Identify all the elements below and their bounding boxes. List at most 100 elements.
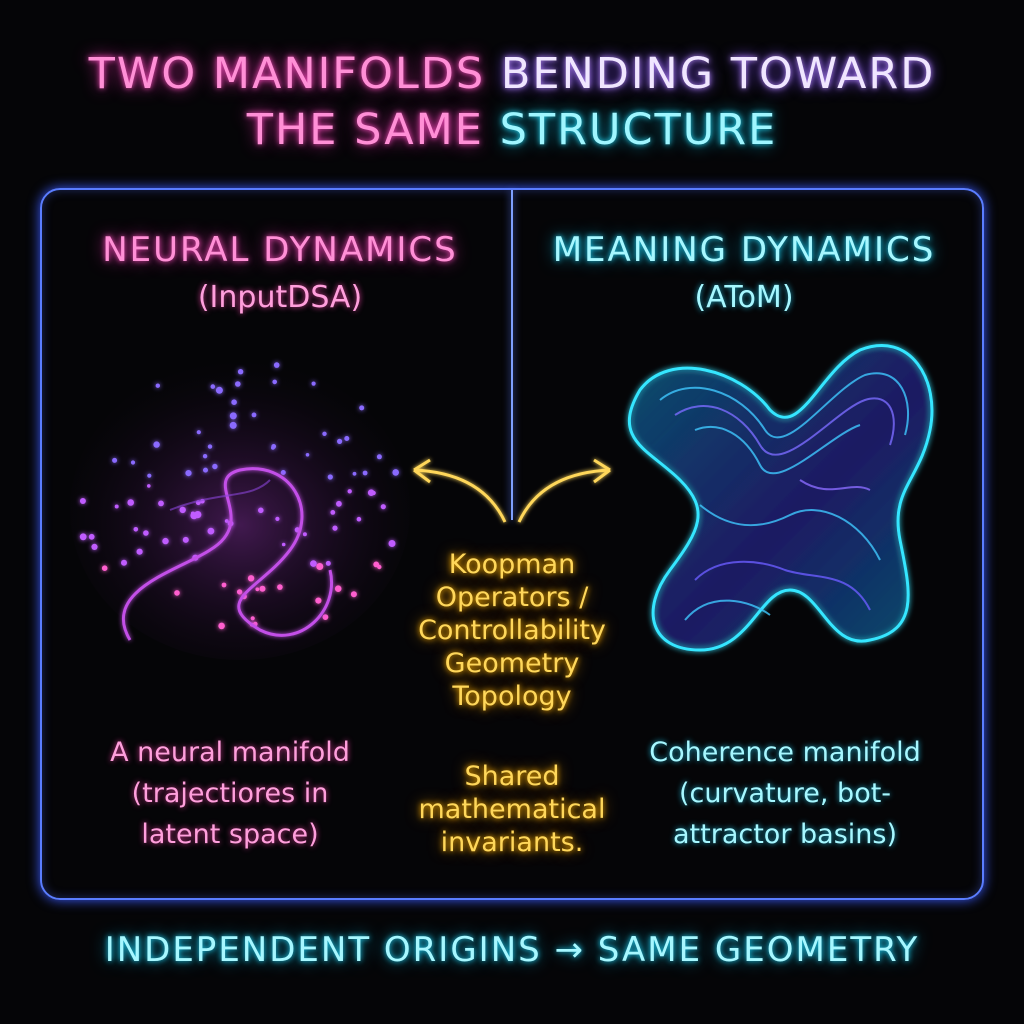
- neural-point: [362, 470, 368, 476]
- neural-point: [127, 499, 134, 506]
- neural-point: [91, 543, 98, 550]
- neural-point: [133, 527, 139, 532]
- neural-point: [182, 536, 189, 543]
- neural-point: [258, 507, 264, 514]
- neural-point: [350, 591, 357, 598]
- neural-point: [215, 386, 223, 394]
- right-caption-line-3: attractor basins): [673, 819, 897, 850]
- neural-point: [121, 559, 127, 566]
- right-caption-line-2: (curvature, bot-: [678, 778, 892, 809]
- left-subheading: (InputDSA): [197, 280, 363, 315]
- neural-point: [203, 467, 208, 473]
- left-caption-line-1: A neural manifold: [110, 737, 350, 768]
- center-note-line-2: mathematical: [418, 794, 606, 825]
- neural-point: [388, 540, 396, 547]
- neural-point: [136, 548, 143, 555]
- neural-point: [235, 381, 241, 387]
- neural-point: [158, 500, 164, 507]
- right-heading: Meaning Dynamics: [552, 230, 936, 270]
- right-caption-line-1: Coherence manifold: [649, 737, 921, 768]
- center-note-line-1: Shared: [464, 761, 560, 792]
- neural-point: [273, 362, 280, 368]
- arrow-left-head-icon: [413, 458, 431, 484]
- neural-point: [250, 616, 255, 621]
- neural-point: [218, 622, 225, 630]
- main-title: Two Manifolds Bending Toward The Same St…: [0, 46, 1024, 158]
- neural-point: [275, 516, 280, 521]
- neural-point: [196, 430, 201, 435]
- neural-point: [210, 384, 216, 389]
- neural-point: [322, 431, 327, 436]
- left-heading: Neural Dynamics: [102, 230, 458, 270]
- neural-point: [380, 504, 386, 510]
- neural-point: [153, 441, 160, 448]
- neural-point: [347, 489, 352, 494]
- neural-glow: [70, 360, 410, 660]
- neural-point: [259, 585, 266, 592]
- neural-point: [352, 471, 357, 476]
- title-part-1: Two Manifolds: [88, 49, 486, 99]
- neural-point: [322, 614, 329, 620]
- neural-point: [202, 454, 208, 459]
- center-line-2: Operators /: [435, 582, 589, 613]
- center-note-line-3: invariants.: [440, 827, 584, 858]
- center-line-3: Controllability: [418, 615, 606, 646]
- neural-point: [237, 369, 244, 375]
- manifold-contours: [659, 372, 910, 621]
- right-caption: Coherence manifold (curvature, bot- attr…: [620, 732, 950, 855]
- neural-point: [332, 525, 338, 531]
- neural-point: [212, 463, 218, 470]
- neural-trajectory-faint: [169, 479, 271, 511]
- manifold-outline: [627, 343, 934, 652]
- neural-trajectory: [121, 467, 333, 641]
- neural-point: [251, 412, 257, 418]
- neural-point: [174, 590, 180, 596]
- neural-point: [330, 510, 336, 515]
- title-part-2: Bending Toward: [500, 49, 936, 99]
- neural-point: [255, 587, 260, 592]
- arrow-right-head-icon: [593, 458, 611, 484]
- neural-point: [281, 542, 286, 547]
- neural-point: [336, 500, 342, 507]
- neural-point: [143, 530, 149, 536]
- neural-point: [194, 511, 202, 519]
- left-caption-line-2: (trajectiores in: [131, 778, 329, 809]
- neural-point: [221, 582, 227, 588]
- left-caption-line-3: latent space): [141, 819, 319, 850]
- neural-point: [371, 490, 376, 496]
- neural-point: [147, 473, 152, 478]
- panel-divider: [511, 190, 513, 520]
- neural-point: [101, 565, 108, 571]
- neural-point: [179, 506, 186, 514]
- neural-point: [114, 504, 119, 509]
- neural-point: [302, 532, 307, 537]
- arrow-left-icon: [413, 468, 507, 523]
- neural-point: [325, 560, 331, 566]
- neural-point: [356, 516, 362, 522]
- neural-point: [79, 498, 86, 504]
- bidirectional-arrows: [413, 458, 611, 523]
- neural-point: [271, 444, 277, 449]
- arrow-right-icon: [517, 468, 611, 523]
- neural-point: [229, 421, 237, 429]
- neural-point: [315, 597, 322, 604]
- title-part-3: The Same: [246, 105, 484, 155]
- neural-point: [79, 533, 87, 541]
- neural-point: [337, 438, 343, 444]
- neural-point: [316, 563, 324, 570]
- neural-manifold-illustration: [70, 360, 410, 660]
- neural-point: [327, 474, 333, 480]
- title-part-4: Structure: [499, 105, 778, 155]
- center-invariants-text: Shared mathematical invariants.: [400, 760, 624, 859]
- neural-point: [155, 383, 160, 388]
- neural-point: [88, 533, 95, 540]
- neural-point: [305, 453, 310, 457]
- coherence-manifold-illustration: [627, 343, 934, 652]
- neural-point: [185, 470, 192, 477]
- neural-point: [277, 584, 283, 590]
- neural-point: [376, 454, 382, 460]
- right-subheading: (AToM): [694, 280, 794, 315]
- neural-point: [236, 589, 243, 595]
- neural-point: [207, 527, 215, 535]
- center-line-4: Geometry: [444, 648, 580, 679]
